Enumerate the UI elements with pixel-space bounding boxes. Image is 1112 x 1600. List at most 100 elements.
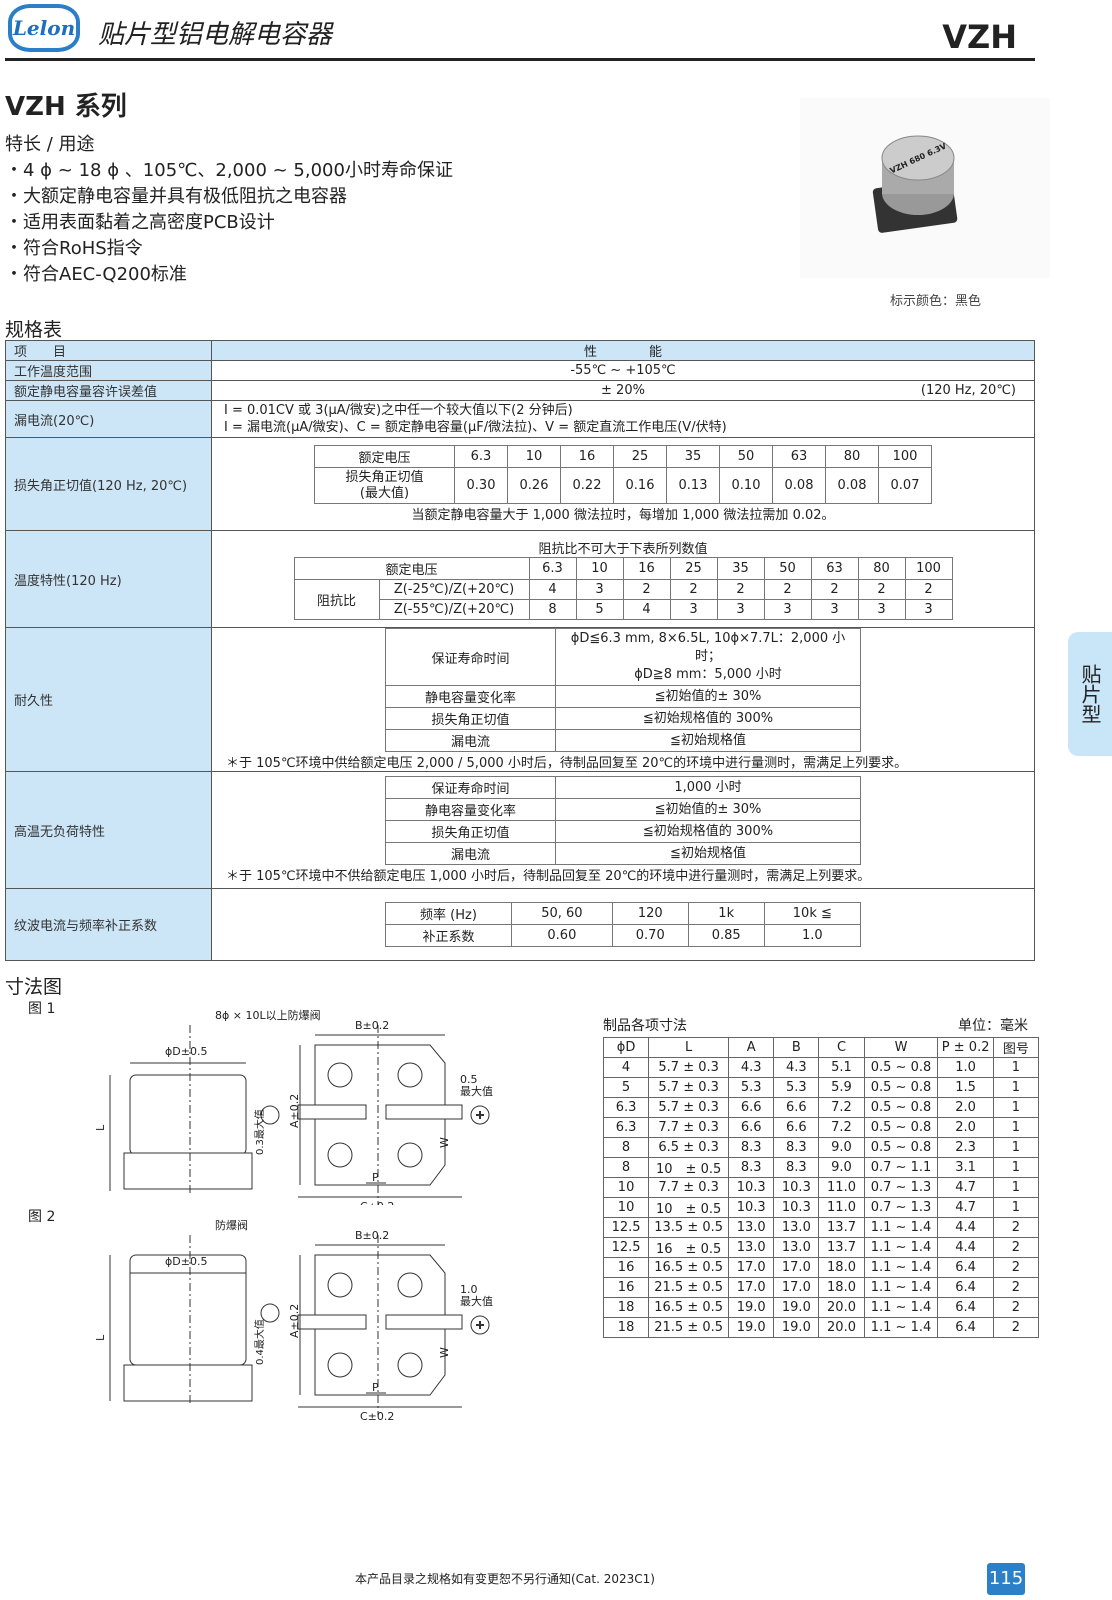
cell: 1.1 ~ 1.4: [863, 1277, 939, 1298]
cell: 100: [878, 445, 932, 468]
cell: 静电容量变化率: [385, 798, 556, 821]
header-divider: [5, 58, 1035, 61]
cell: 3: [904, 599, 953, 620]
cell: 0.85: [687, 924, 765, 947]
cell: 4.4: [937, 1217, 994, 1238]
cell: 13.0: [773, 1237, 820, 1258]
cell: 损失角正切值 (最大值): [314, 467, 455, 504]
shelf-label: 高温无负荷特性: [5, 771, 212, 889]
cell: 16: [622, 557, 671, 580]
cell: 19.0: [773, 1317, 820, 1338]
photo-caption: 标示颜色：黑色: [890, 294, 982, 309]
cell: 1: [992, 1137, 1040, 1158]
feature-item: ・4 ϕ ~ 18 ϕ 、105℃、2,000 ~ 5,000小时寿命保证: [5, 160, 453, 181]
cell: 频率 (Hz): [385, 902, 512, 925]
cell: W: [863, 1037, 939, 1058]
cell: 0.7 ~ 1.3: [863, 1197, 939, 1218]
cell: 8.3: [773, 1137, 820, 1158]
cell: 20.0: [818, 1297, 865, 1318]
figure-1-drawing: 8ϕ × 10L以上防爆阀ϕD±0.5B±0.2LA±0.20.3最大值WPC±…: [94, 1008, 493, 1205]
cell: 0.08: [825, 467, 879, 504]
cell: ≦初始规格值: [555, 842, 861, 865]
cell: 2: [992, 1317, 1040, 1338]
feature-item: ・大额定静电容量并具有极低阻抗之电容器: [5, 186, 347, 207]
cell: 8.3: [728, 1157, 775, 1178]
cell: 11.0: [818, 1197, 865, 1218]
cell: 3: [763, 599, 812, 620]
cell: 5.3: [773, 1077, 820, 1098]
dim-label-d: ϕD±0.5: [165, 1045, 207, 1058]
cell: 10.3: [728, 1177, 775, 1198]
cell: 10: [602, 1177, 650, 1198]
fig1-label: 图 1: [28, 1001, 56, 1017]
cell: 1.1 ~ 1.4: [863, 1217, 939, 1238]
cell: 4.4: [937, 1237, 994, 1258]
cell: 4.3: [773, 1057, 820, 1078]
dim-label-m: 1.0: [460, 1283, 478, 1296]
cell: 5: [602, 1077, 650, 1098]
cell: 25: [669, 557, 718, 580]
cell: 4.3: [728, 1057, 775, 1078]
dim-label-c: C±0.2: [360, 1200, 394, 1205]
dim-label-b: B±0.2: [355, 1229, 389, 1242]
cell: 17.0: [728, 1257, 775, 1278]
cell: 2: [992, 1237, 1040, 1258]
cell: 4.7: [937, 1177, 994, 1198]
cell: 静电容量变化率: [385, 685, 556, 708]
cell: 80: [825, 445, 879, 468]
cell: 5.7 ± 0.3: [648, 1077, 730, 1098]
cell: 额定电压: [293, 557, 530, 580]
cell: 0.5 ~ 0.8: [863, 1057, 939, 1078]
cell: 8.3: [728, 1137, 775, 1158]
cell: 保证寿命时间: [385, 628, 556, 686]
cell: 10 ± 0.5: [648, 1157, 730, 1178]
cell: 4: [602, 1057, 650, 1078]
leak-formula: I = 0.01CV 或 3(μA/微安)之中任一个较大值以下(2 分钟后): [224, 403, 573, 418]
feature-item: ・适用表面黏着之高密度PCB设计: [5, 212, 275, 233]
cell: 16: [560, 445, 614, 468]
dim-label-a: A±0.2: [288, 1304, 301, 1338]
cell: 17.0: [728, 1277, 775, 1298]
cell: 50, 60: [511, 902, 613, 925]
cell: 6.3: [454, 445, 508, 468]
cell: 1.1 ~ 1.4: [863, 1297, 939, 1318]
cell: 7.2: [818, 1117, 865, 1138]
dim-label-c: C±0.2: [360, 1410, 394, 1423]
dim-label-l: L: [94, 1124, 107, 1131]
cell: 4: [622, 599, 671, 620]
endurance-note: ＊于 105℃环境中供给额定电压 2,000 / 5,000 小时后，待制品回复…: [226, 756, 908, 771]
cell: 5.9: [818, 1077, 865, 1098]
series-code: VZH: [942, 18, 1017, 56]
cell: 0.7 ~ 1.3: [863, 1177, 939, 1198]
cell: 9.0: [818, 1137, 865, 1158]
cell: 2.3: [937, 1137, 994, 1158]
cell: ≦初始规格值的 300%: [555, 820, 861, 843]
cell: 6.6: [728, 1117, 775, 1138]
cell: 13.7: [818, 1217, 865, 1238]
dim-label-w: W: [438, 1347, 451, 1358]
dim-label-mx: 最大值: [460, 1294, 493, 1308]
cell: 2: [622, 579, 671, 600]
cell: 13.0: [728, 1237, 775, 1258]
cell: 0.5 ~ 0.8: [863, 1097, 939, 1118]
catalog-title: 贴片型铝电解电容器: [98, 20, 333, 50]
cell: 11.0: [818, 1177, 865, 1198]
cell: 100: [904, 557, 953, 580]
cell: 13.0: [773, 1217, 820, 1238]
cell: 6.4: [937, 1297, 994, 1318]
features: 特长 / 用途 ・4 ϕ ~ 18 ϕ 、105℃、2,000 ~ 5,000小…: [5, 132, 453, 288]
cell: 阻抗比: [293, 579, 380, 620]
cell: P ± 0.2: [937, 1037, 994, 1058]
cell: 20.0: [818, 1317, 865, 1338]
cell: 35: [666, 445, 720, 468]
cell: 7.2: [818, 1097, 865, 1118]
fig2-label: 图 2: [28, 1209, 56, 1225]
cell: 4: [528, 579, 577, 600]
